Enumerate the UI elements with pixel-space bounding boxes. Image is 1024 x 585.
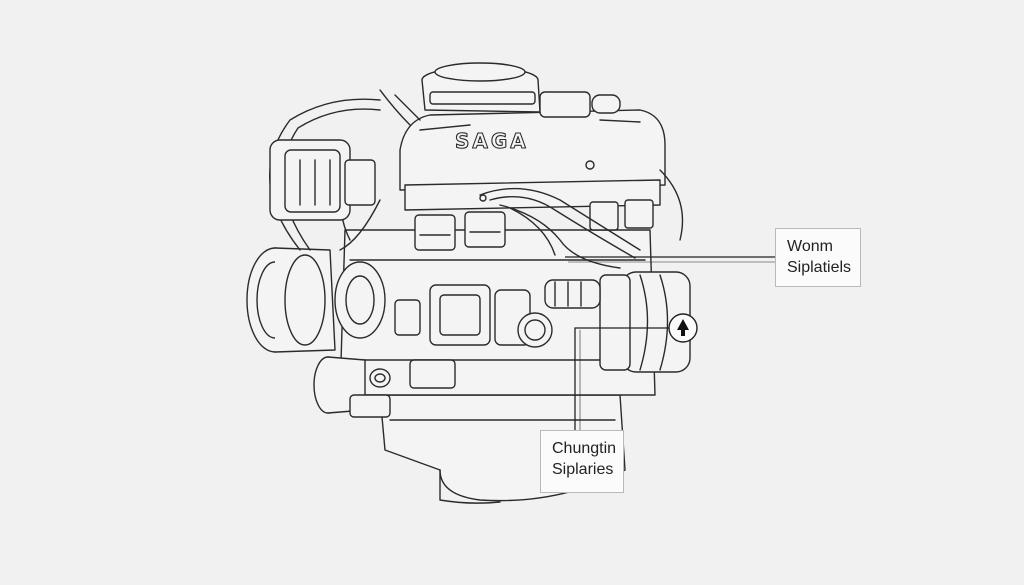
callout-top: Wonm Siplatiels [775, 228, 861, 287]
front-accessories [394, 279, 601, 389]
right-pulley [599, 271, 691, 373]
callout-top-line2: Siplatiels [787, 259, 852, 276]
alternator [269, 139, 376, 221]
callout-bottom: Chungtin Siplaries [540, 430, 624, 493]
valve-cover: SAGA [399, 109, 666, 211]
brand-lettering: SAGA [455, 129, 529, 153]
left-pulleys [246, 247, 391, 418]
air-intake [421, 62, 621, 118]
callout-bottom-line2: Siplaries [552, 461, 614, 478]
callout-leaders [565, 256, 775, 430]
intake-ports [414, 199, 654, 251]
up-arrow-circle-icon[interactable] [668, 313, 698, 343]
callout-top-line1: Wonm [787, 238, 833, 255]
callout-bottom-line1: Chungtin [552, 440, 617, 457]
wiring-harness [379, 89, 684, 269]
